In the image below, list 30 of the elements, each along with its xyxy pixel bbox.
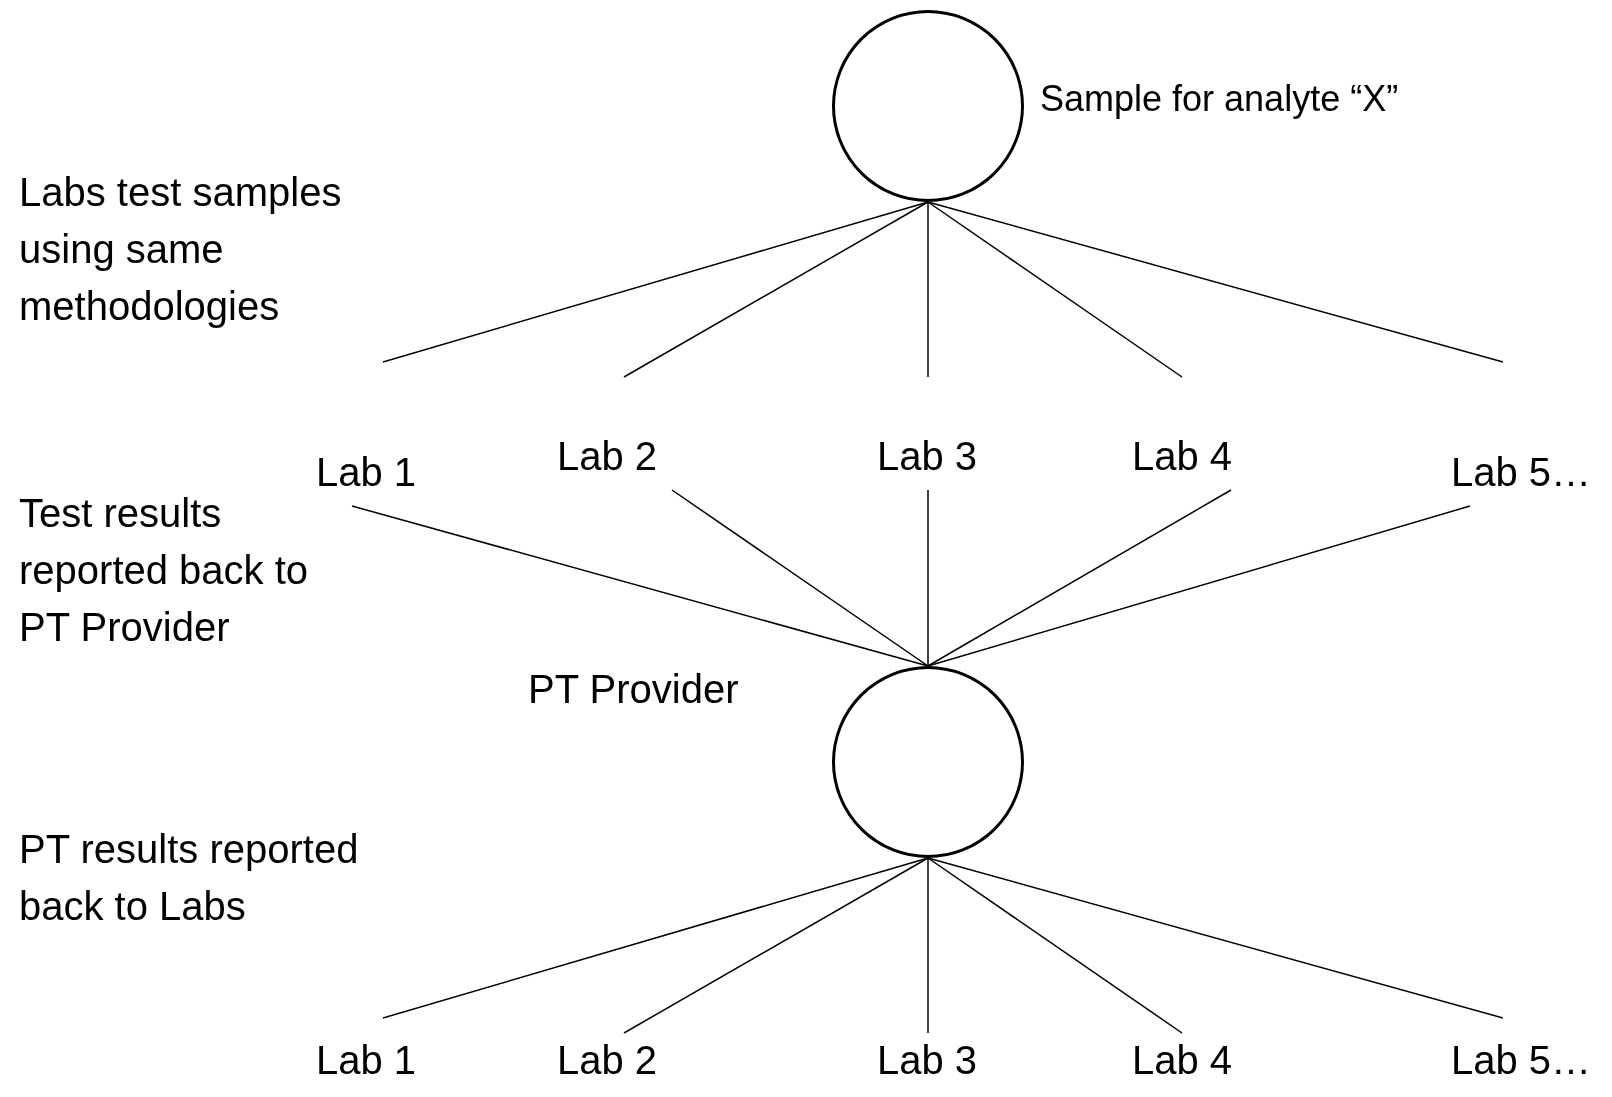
node-label: Lab 4	[1131, 436, 1233, 480]
connector-line	[927, 505, 1471, 667]
node-label: Lab 4	[1131, 1040, 1233, 1084]
connector-line	[927, 857, 929, 1034]
connector-line	[927, 489, 1232, 667]
node-caption: PT Provider	[528, 666, 739, 713]
connector-line	[927, 201, 929, 378]
connector-line	[927, 857, 1183, 1034]
node-label: Lab 1	[315, 452, 417, 496]
connector-line	[671, 489, 929, 667]
connector-line	[382, 201, 929, 363]
node-label: Lab 3	[876, 436, 978, 480]
connector-line	[927, 857, 1504, 1019]
step-description: Test results reported back to PT Provider	[19, 490, 310, 651]
node-caption: Sample for analyte “X”	[1040, 77, 1399, 121]
step-description: PT results reported back to Labs	[19, 826, 360, 930]
connector-line	[351, 505, 929, 667]
node-label: Lab 5…	[1450, 1040, 1592, 1084]
connector-line	[927, 201, 1504, 363]
node-label: Lab 5…	[1450, 452, 1592, 496]
step-description: Labs test samples using same methodologies	[19, 169, 343, 330]
node-label: Lab 1	[315, 1040, 417, 1084]
connector-line	[623, 857, 929, 1034]
node-label: Lab 2	[556, 1040, 658, 1084]
connector-line	[927, 489, 929, 667]
node-label: Lab 2	[556, 436, 658, 480]
node-label: Lab 3	[876, 1040, 978, 1084]
connector-line	[382, 857, 929, 1019]
connector-line	[927, 201, 1183, 378]
connector-line	[623, 201, 929, 378]
